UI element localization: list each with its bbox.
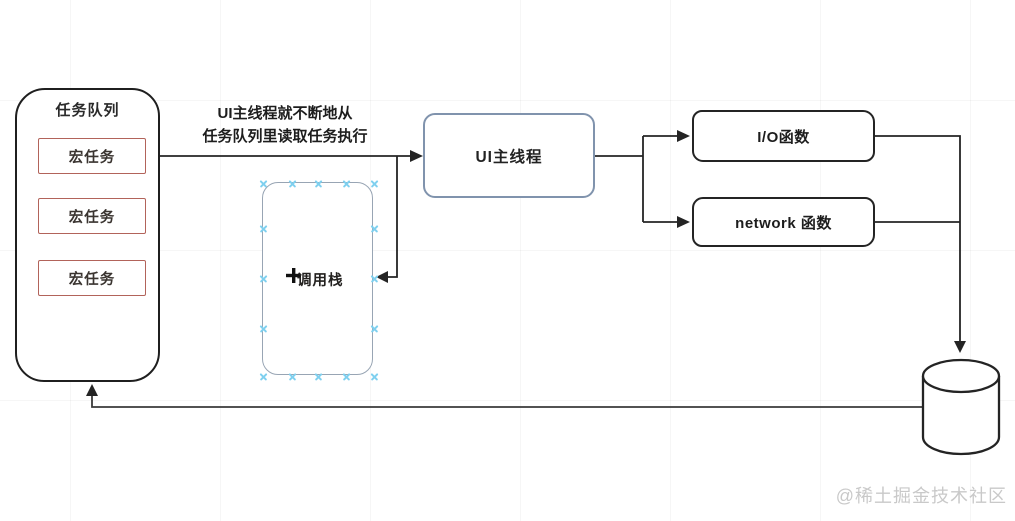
watermark-text: @稀土掘金技术社区 <box>835 486 1007 506</box>
connector-database-to-taskqueue[interactable] <box>86 384 924 408</box>
selection-handle-icon[interactable] <box>259 324 268 333</box>
connector-uithread-to-callstack[interactable] <box>376 156 398 283</box>
macro-task-item[interactable]: 宏任务 <box>38 198 146 234</box>
selection-handle-icon[interactable] <box>259 274 268 283</box>
task-queue-title: 任务队列 <box>55 102 120 119</box>
connector-functions-to-database[interactable] <box>875 135 966 353</box>
call-stack-node[interactable]: 调用栈 <box>262 182 373 375</box>
macro-task-item[interactable]: 宏任务 <box>38 260 146 296</box>
network-function-node[interactable]: network 函数 <box>692 197 875 247</box>
task-queue-node[interactable]: 任务队列 宏任务 宏任务 宏任务 <box>15 88 160 382</box>
selection-handle-icon[interactable] <box>370 224 379 233</box>
move-cursor-icon <box>285 267 302 284</box>
selection-handle-icon[interactable] <box>370 179 379 188</box>
network-function-label: network 函数 <box>735 214 832 232</box>
selection-handle-icon[interactable] <box>259 179 268 188</box>
macro-task-item[interactable]: 宏任务 <box>38 138 146 174</box>
selection-handle-icon[interactable] <box>370 274 379 283</box>
io-function-label: I/O函数 <box>757 128 810 146</box>
connector-uithread-to-functions[interactable] <box>595 130 690 228</box>
edge-annotation-line2: 任务队列里读取任务执行 <box>202 128 368 145</box>
selection-handle-icon[interactable] <box>288 179 297 188</box>
io-function-node[interactable]: I/O函数 <box>692 110 875 162</box>
edge-annotation-line1: UI主线程就不断地从 <box>217 105 353 122</box>
database-cylinder-icon[interactable] <box>921 358 1001 456</box>
selection-handle-icon[interactable] <box>370 324 379 333</box>
ui-thread-label: UI主线程 <box>475 148 543 166</box>
selection-handle-icon[interactable] <box>370 372 379 381</box>
connector-taskqueue-to-uithread[interactable] <box>147 150 423 162</box>
selection-handle-icon[interactable] <box>342 372 351 381</box>
selection-handle-icon[interactable] <box>314 372 323 381</box>
selection-handle-icon[interactable] <box>342 179 351 188</box>
selection-handle-icon[interactable] <box>259 372 268 381</box>
selection-handle-icon[interactable] <box>314 179 323 188</box>
selection-handle-icon[interactable] <box>259 224 268 233</box>
ui-thread-node[interactable]: UI主线程 <box>423 113 595 198</box>
selection-handle-icon[interactable] <box>288 372 297 381</box>
edge-annotation-text[interactable]: UI主线程就不断地从 任务队列里读取任务执行 <box>165 102 405 148</box>
call-stack-label: 调用栈 <box>297 273 344 289</box>
